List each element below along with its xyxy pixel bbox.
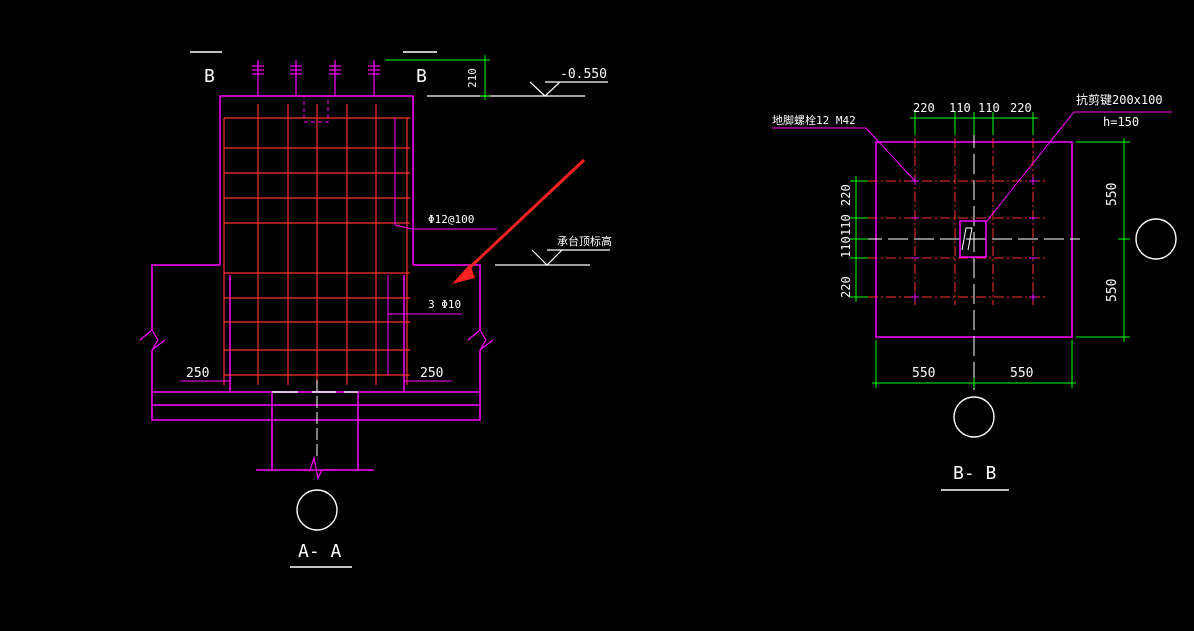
cut-mark-right: B — [416, 66, 427, 87]
inner-dashed-box — [303, 95, 329, 123]
annotation-arrow — [452, 158, 586, 284]
stirrup-leader — [387, 118, 497, 375]
rebar-label-stirrup: Φ12@100 — [428, 213, 474, 226]
shear-key-detail — [961, 227, 973, 251]
axis-marker-bottom — [953, 396, 995, 438]
bb-top-dims — [910, 112, 1038, 135]
break-lines — [139, 329, 494, 480]
dim-210-text: 210 — [466, 68, 479, 88]
section-aa: B B — [139, 51, 612, 568]
rebar-grid — [223, 104, 410, 385]
bb-right-dim-1: 550 — [1105, 183, 1120, 206]
bb-right-dims — [1076, 138, 1130, 342]
elevation-cap-label: 承台顶标高 — [557, 234, 612, 248]
bb-left-dim-4: 220 — [839, 276, 853, 298]
elevation-top-symbol — [427, 81, 608, 97]
title-bb: B- B — [953, 463, 996, 484]
bb-leaders — [772, 111, 1172, 223]
bb-bottom-dim-1: 550 — [912, 366, 935, 381]
elevation-top: -0.550 — [560, 67, 607, 82]
dim-210 — [385, 55, 490, 100]
pedestal-outline — [151, 95, 481, 471]
shear-key — [959, 220, 987, 258]
bb-left-dim-2: 110 — [839, 214, 853, 236]
bb-rebar-grid — [850, 120, 1048, 305]
section-bb: 地脚螺栓12 M42 抗剪键200x100 h=150 220 110 110 … — [772, 92, 1177, 491]
rebar-label-bottom: 3 Φ10 — [428, 298, 461, 311]
anchor-bolts-top — [252, 60, 380, 96]
bb-bottom-dim-2: 550 — [1010, 366, 1033, 381]
elevation-cap-symbol — [495, 249, 610, 266]
bb-top-dim-1: 220 — [913, 101, 935, 115]
bb-top-dim-2: 110 — [949, 101, 971, 115]
bb-left-dim-3: 110 — [839, 236, 853, 258]
bb-bolt-marks — [911, 177, 1037, 301]
anchor-bolt-label: 地脚螺栓12 M42 — [772, 113, 856, 127]
bb-top-dim-3: 110 — [978, 101, 1000, 115]
title-aa: A- A — [298, 541, 342, 562]
axis-marker-right — [1135, 218, 1177, 260]
bb-right-dim-2: 550 — [1105, 279, 1120, 302]
bb-bottom-dims — [872, 340, 1076, 388]
shear-key-label: 抗剪键200x100 — [1076, 92, 1163, 107]
dim-right-250: 250 — [420, 366, 443, 381]
shear-key-height: h=150 — [1103, 115, 1139, 129]
bb-left-dim-1: 220 — [839, 184, 853, 206]
pile-marker-aa — [296, 489, 338, 531]
cut-mark-left: B — [204, 66, 215, 87]
bb-left-dims — [850, 176, 868, 302]
bb-top-dim-4: 220 — [1010, 101, 1032, 115]
dim-left-250: 250 — [186, 366, 209, 381]
